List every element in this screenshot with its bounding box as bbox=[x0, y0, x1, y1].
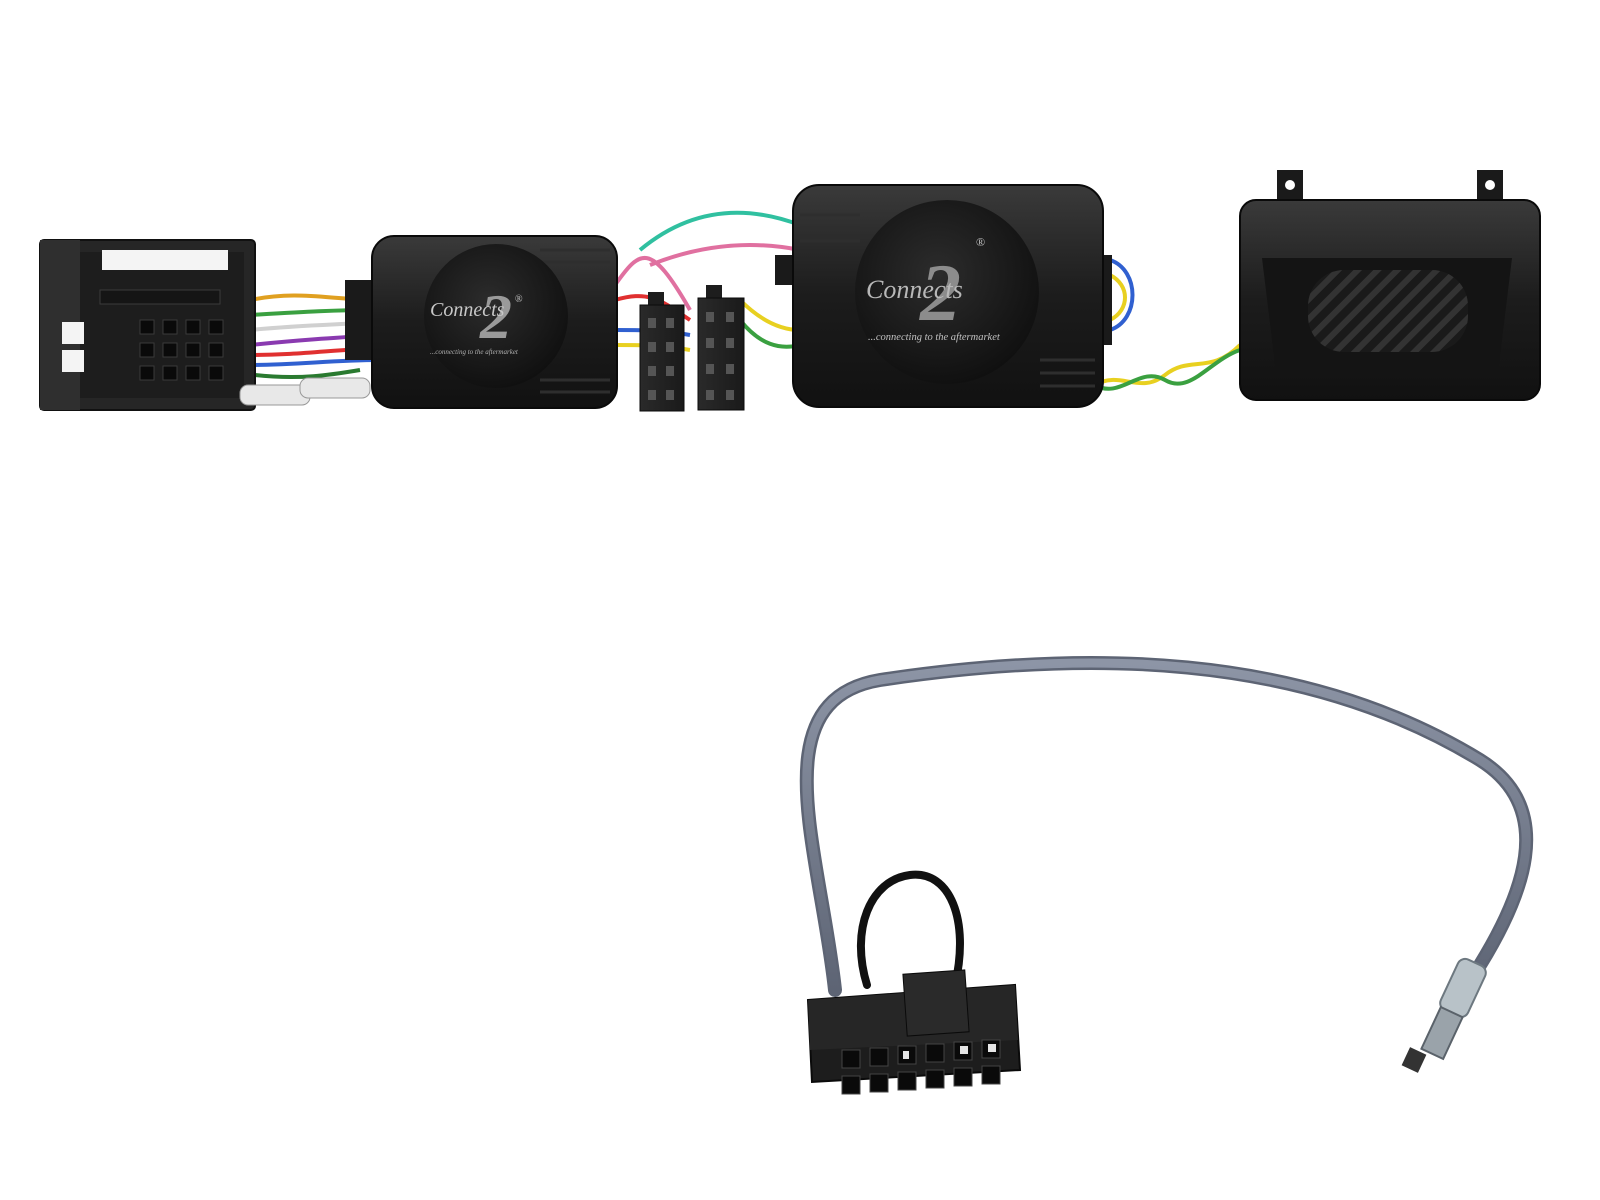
quadlock-connector bbox=[39, 239, 256, 411]
loop-wire bbox=[856, 870, 964, 989]
logo-badge bbox=[855, 200, 1039, 384]
tagline: ...connecting to the aftermarket bbox=[430, 348, 519, 356]
sensor-module bbox=[1239, 170, 1541, 401]
logo-word: Connects bbox=[430, 299, 505, 321]
logo-word: Connects bbox=[866, 275, 963, 304]
interface-box-main: 2 Connects ® ...connecting to the afterm… bbox=[775, 184, 1112, 408]
iso-connector-2 bbox=[697, 285, 745, 411]
multipin-connector bbox=[806, 969, 1022, 1095]
registered-mark: ® bbox=[976, 235, 985, 249]
registered-mark: ® bbox=[515, 294, 523, 305]
tagline: ...connecting to the aftermarket bbox=[868, 332, 1001, 343]
patch-lead bbox=[799, 655, 1534, 997]
logo-numeral: 2 bbox=[919, 247, 961, 338]
logo-numeral: 2 bbox=[479, 281, 512, 352]
bullet-terminal bbox=[1401, 957, 1487, 1073]
iso-connector-1 bbox=[639, 292, 685, 412]
connector-pins bbox=[99, 289, 224, 381]
spade-terminals bbox=[239, 377, 371, 406]
interface-box-left: 2 Connects ® ...connecting to the afterm… bbox=[345, 235, 618, 409]
grille bbox=[1308, 270, 1468, 352]
logo-badge bbox=[424, 244, 568, 388]
